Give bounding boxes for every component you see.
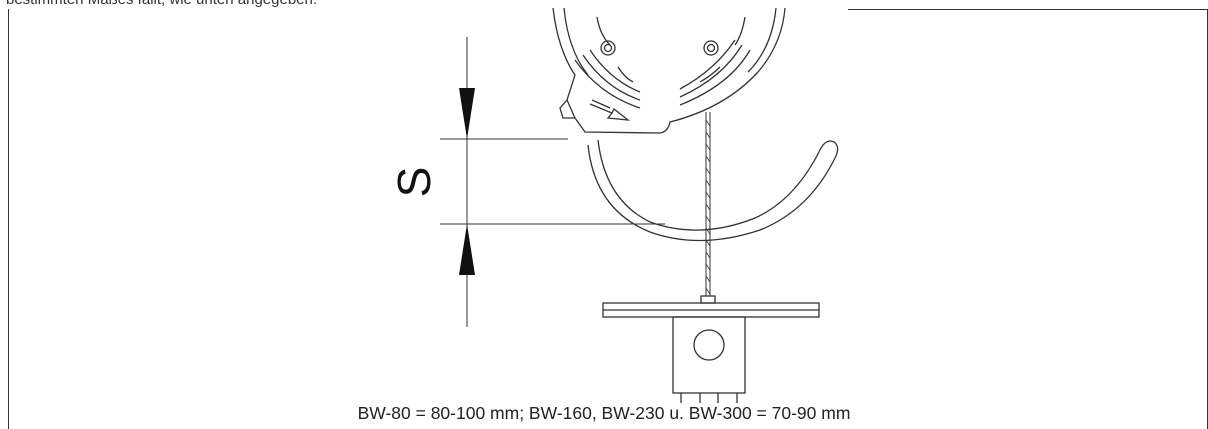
dimension-label: S — [388, 167, 440, 198]
screw-right — [703, 40, 719, 56]
hook — [587, 139, 839, 242]
tool-block — [672, 316, 746, 394]
figure-caption: BW-80 = 80-100 mm; BW-160, BW-230 u. BW-… — [357, 403, 851, 423]
frame-top-border — [848, 9, 1208, 10]
housing-outline — [552, 7, 786, 134]
dimension-arrow-down — [459, 88, 475, 139]
dimension-arrow-up — [459, 224, 475, 275]
cropped-paragraph-text: bestimmten Maßes fällt, wie unten angege… — [6, 0, 317, 8]
screw-left — [600, 40, 616, 56]
